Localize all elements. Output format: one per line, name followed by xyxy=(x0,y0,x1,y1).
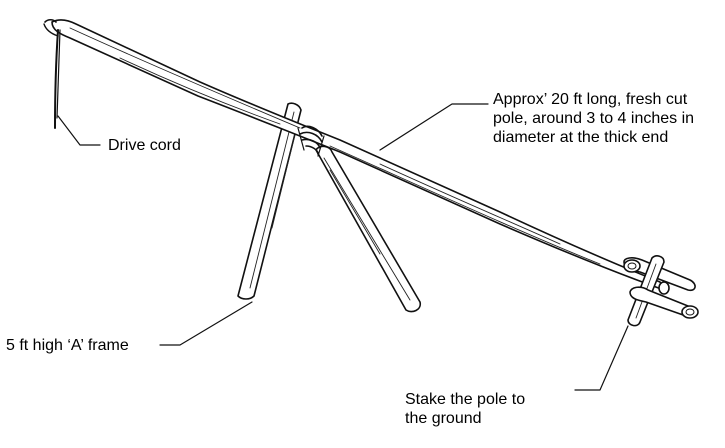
leader-lines xyxy=(57,103,629,391)
a-frame-leader xyxy=(159,301,253,346)
a-frame-label: 5 ft high ‘A’ frame xyxy=(6,336,129,355)
a-frame-front-leg xyxy=(315,145,422,313)
a-frame-back-leg xyxy=(237,102,302,300)
ground-stakes xyxy=(623,255,699,327)
pole-label-line-2: pole, around 3 to 4 inches in xyxy=(493,110,695,127)
pole-leader xyxy=(379,103,489,151)
drive-cord-label: Drive cord xyxy=(108,136,181,155)
pole-label: Approx’ 20 ft long, fresh cut pole, arou… xyxy=(493,90,694,147)
drive-cord-label-line-1: Drive cord xyxy=(108,137,181,154)
stake-leader xyxy=(574,325,629,391)
drive-cord-leader xyxy=(57,115,101,146)
pole-label-line-1: Approx’ 20 ft long, fresh cut xyxy=(493,91,688,108)
drive-cord xyxy=(54,29,61,129)
pole-label-line-3: diameter at the thick end xyxy=(493,129,669,146)
stake-label-line-1: Stake the pole to xyxy=(405,391,526,408)
stake-label: Stake the pole to the ground xyxy=(405,390,525,428)
a-frame-label-line-1: 5 ft high ‘A’ frame xyxy=(6,337,129,354)
a-frame-lashing xyxy=(297,125,325,157)
stake-label-line-2: the ground xyxy=(405,410,482,427)
